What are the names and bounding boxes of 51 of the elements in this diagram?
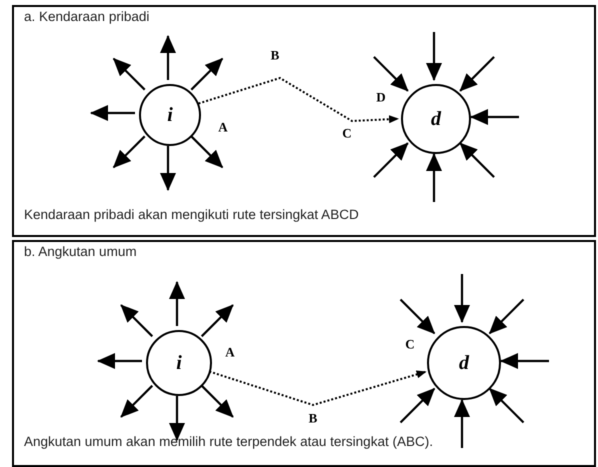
panel-frame xyxy=(12,5,596,237)
arrow xyxy=(426,153,442,202)
arrow xyxy=(112,58,146,90)
arrow xyxy=(200,384,234,418)
arrow xyxy=(426,32,442,81)
arrow xyxy=(459,56,495,92)
node-circle xyxy=(427,326,501,400)
node-circle xyxy=(401,84,471,154)
arrow xyxy=(373,56,409,92)
point-letter: B xyxy=(270,48,280,62)
arrow xyxy=(470,109,519,125)
arrow xyxy=(97,353,142,369)
dotted-route-arrow xyxy=(198,76,399,124)
arrow xyxy=(160,35,176,80)
arrow xyxy=(373,142,409,178)
arrow xyxy=(200,304,234,338)
node-letter: i xyxy=(176,353,182,373)
node-circle xyxy=(146,330,212,396)
point-letter: A xyxy=(218,120,228,134)
point-letter: A xyxy=(225,346,235,358)
panel-title: b. Angkutan umum xyxy=(24,244,137,259)
point-letter: C xyxy=(342,126,352,140)
arrow xyxy=(400,388,436,424)
arrow xyxy=(190,58,224,90)
arrow xyxy=(169,396,185,441)
panel-caption: Kendaraan pribadi akan mengikuti rute tersingkat ABCD xyxy=(24,207,359,222)
arrow xyxy=(488,298,524,334)
arrow xyxy=(120,304,154,338)
panel-caption: Angkutan umum akan memilih rute terpendek atau tersingkat (ABC). xyxy=(24,434,433,449)
arrow xyxy=(400,298,436,334)
arrow xyxy=(454,399,470,448)
point-letter: B xyxy=(308,412,318,424)
node-letter: d xyxy=(459,353,469,373)
arrow xyxy=(454,274,470,323)
arrow xyxy=(90,105,135,121)
arrow xyxy=(190,136,224,168)
panel-frame xyxy=(12,240,596,467)
node-letter: i xyxy=(167,105,173,125)
node-circle xyxy=(139,84,201,146)
node-letter: d xyxy=(431,109,441,129)
arrow xyxy=(112,136,146,168)
arrow xyxy=(500,353,549,369)
arrow xyxy=(169,281,185,326)
arrow xyxy=(459,142,495,178)
arrow xyxy=(120,384,154,418)
panel-title: a. Kendaraan pribadi xyxy=(24,9,150,24)
arrow xyxy=(488,388,524,424)
arrow xyxy=(160,146,176,191)
dotted-route-arrow xyxy=(209,370,427,406)
point-letter: C xyxy=(405,338,415,350)
point-letter: D xyxy=(376,90,386,104)
